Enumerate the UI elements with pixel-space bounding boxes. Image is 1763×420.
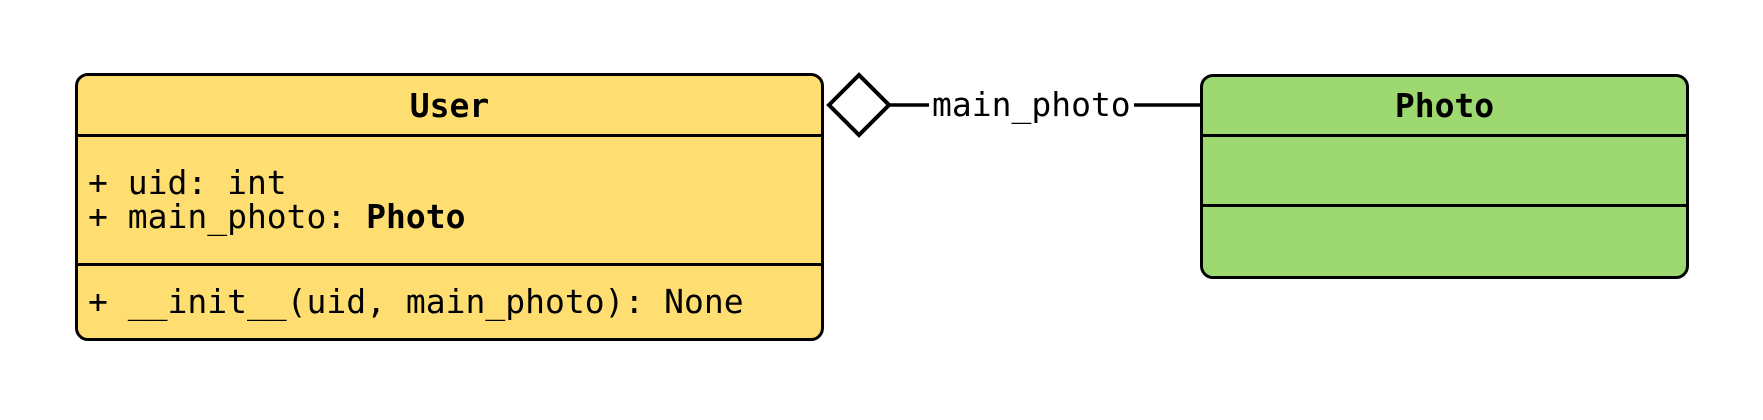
attribute-main-photo-type: Photo — [366, 197, 466, 236]
attribute-main-photo-prefix: + main_photo: — [88, 197, 367, 236]
class-title-photo-text: Photo — [1394, 86, 1495, 125]
relation-label: main_photo — [929, 87, 1134, 123]
class-box-photo: Photo — [1200, 74, 1689, 279]
class-methods-user: + __init__(uid, main_photo): None — [78, 266, 821, 338]
class-attributes-user: + uid: int + main_photo: Photo — [78, 137, 821, 266]
class-methods-photo — [1203, 207, 1686, 276]
class-attributes-photo — [1203, 137, 1686, 207]
class-title-user: User — [78, 76, 821, 137]
class-box-user: User + uid: int + main_photo: Photo + __… — [75, 73, 824, 341]
class-title-user-text: User — [409, 85, 490, 125]
attribute-uid: + uid: int — [88, 163, 287, 202]
method-init: + __init__(uid, main_photo): None — [88, 282, 744, 321]
class-title-photo: Photo — [1203, 77, 1686, 137]
aggregation-diamond-icon — [826, 72, 892, 138]
attribute-main-photo: + main_photo: Photo — [88, 200, 821, 234]
